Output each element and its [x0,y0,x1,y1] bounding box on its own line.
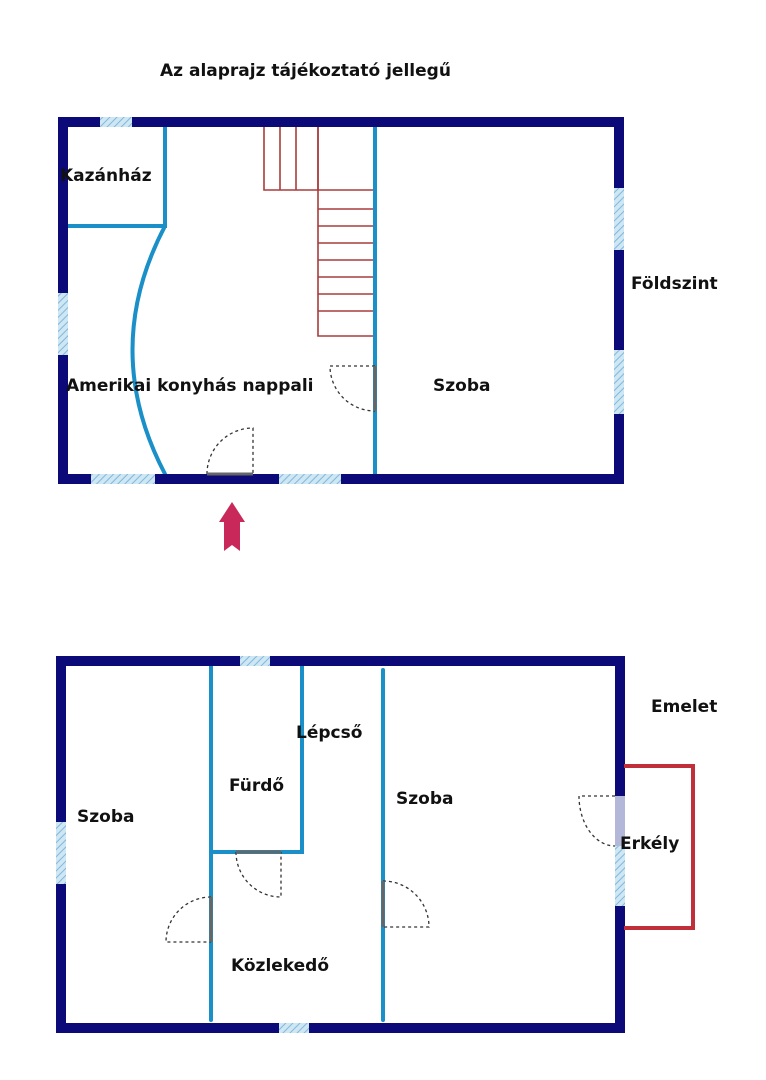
ground-floor: Kazánház Amerikai konyhás nappali Szoba … [58,117,718,551]
room-label-boiler: Kazánház [60,166,152,186]
room-label-living: Amerikai konyhás nappali [66,376,314,396]
room-label-corridor: Közlekedő [231,956,329,976]
ground-inner-walls [64,122,377,478]
balcony-door-panel [615,796,625,846]
upper-outer-wall [56,656,625,1033]
floor-label-ground: Földszint [631,274,718,294]
entrance-arrow-icon [219,502,245,551]
room-label-balcony: Erkély [620,834,679,854]
room-label-bathroom: Fürdő [229,776,284,796]
room-label-stairs: Lépcső [296,723,362,743]
upper-doors [165,795,616,943]
ground-windows [58,117,624,484]
upper-windows [56,656,625,1033]
room-label-upper-right: Szoba [396,789,453,809]
ground-stairs [263,127,374,337]
ground-doors [206,365,376,475]
plan-title: Az alaprajz tájékoztató jellegű [160,61,451,81]
floor-label-upper: Emelet [651,697,717,717]
upper-floor: Szoba Fürdő Lépcső Szoba Erkély Közleked… [56,656,717,1033]
balcony-outline [624,764,695,930]
room-label-room: Szoba [433,376,490,396]
room-label-upper-left: Szoba [77,807,134,827]
